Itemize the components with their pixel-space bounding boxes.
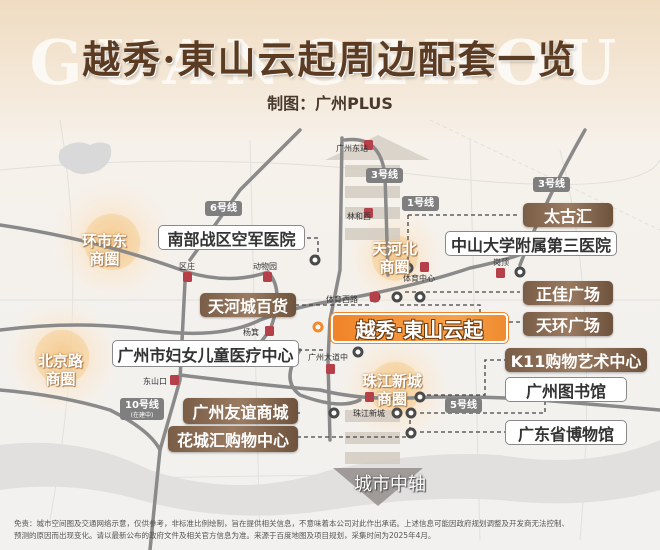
zone-label: 商圈 (377, 390, 408, 408)
line-tag-5: 5号线 (445, 398, 482, 413)
facility-taikoohui[interactable]: 太古汇 (523, 203, 613, 227)
line-tag-1: 1号线 (402, 196, 439, 211)
line-tag-note: (在建中) (130, 412, 154, 419)
zone-label: 商圈 (89, 250, 120, 268)
line-tag-10: 10号线 (在建中) (120, 398, 164, 420)
line-tag-6: 6号线 (205, 201, 242, 216)
zone-label: 环市东 (82, 232, 128, 250)
station-dongwuyuan: 动物园 (253, 262, 277, 271)
facility-huachenghui[interactable]: 花城汇购物中心 (168, 426, 298, 452)
facility-k11[interactable]: K11购物艺术中心 (505, 348, 647, 372)
station-zhujiangxincheng: 珠江新城 (353, 409, 385, 418)
facility-zhongda-third-hospital[interactable]: 中山大学附属第三医院 (445, 231, 617, 256)
facility-tianhuan[interactable]: 天环广场 (523, 312, 613, 336)
station-tiyuzhongxin: 体育中心 (403, 274, 435, 283)
line-tag-3-east: 3号线 (533, 177, 570, 192)
station-guangzhoudongzhan: 广州东站 (336, 144, 368, 153)
facility-zhengjia[interactable]: 正佳广场 (523, 281, 613, 305)
project-label[interactable]: 越秀·東山云起 (331, 313, 508, 343)
station-yangji: 杨箕 (243, 328, 259, 337)
zone-label: 商圈 (379, 258, 410, 276)
city-axis-label: 城市中轴 (354, 474, 426, 495)
zone-zhujiangxincheng: 珠江新城 商圈 (362, 372, 422, 408)
line-tag-label: 10号线 (125, 400, 159, 411)
watermark-text: GUANGZHOU (29, 26, 631, 99)
zone-label: 天河北 (372, 240, 418, 258)
disclaimer-line: 预测的原因而出现变化。请以最新公布的政府文件及相关官方信息为准。来源于百度地图及… (14, 531, 436, 540)
zone-label: 北京路 (38, 352, 84, 370)
station-dongshankou: 东山口 (143, 377, 167, 386)
facility-women-children-center[interactable]: 广州市妇女儿童医疗中心 (112, 340, 299, 367)
facility-tianhecheng[interactable]: 天河城百货 (200, 293, 296, 317)
facility-youyi[interactable]: 广州友谊商城 (183, 398, 298, 424)
zone-label: 商圈 (45, 370, 76, 388)
station-guangzhoudadaozhong: 广州大道中 (308, 353, 348, 362)
station-quzhuang: 区庄 (179, 262, 195, 271)
zone-huanshidong: 环市东 商圈 (82, 232, 127, 268)
disclaimer-line: 免责：城市空间图及交通网络示意，仅供参考，非标准比例绘制，旨在提供相关信息，不意… (14, 519, 569, 528)
facility-guangdong-museum[interactable]: 广东省博物馆 (505, 420, 627, 445)
station-linhexi: 林和西 (347, 212, 371, 221)
disclaimer: 免责：城市空间图及交通网络示意，仅供参考，非标准比例绘制，旨在提供相关信息，不意… (14, 518, 654, 542)
page-title: 越秀·東山云起周边配套一览 (82, 37, 578, 82)
zone-label: 珠江新城 (362, 372, 423, 390)
line-tag-3-west: 3号线 (366, 168, 403, 183)
map-credit: 制图：广州PLUS (267, 94, 393, 113)
station-ganggding: 岗顶 (493, 258, 509, 267)
facility-airforce-hospital[interactable]: 南部战区空军医院 (158, 225, 305, 250)
station-tiyuxilu: 体育西路 (326, 295, 358, 304)
facility-guangzhou-library[interactable]: 广州图书馆 (505, 377, 627, 402)
zone-tianhebei: 天河北 商圈 (372, 240, 417, 276)
zone-beijinglu: 北京路 商圈 (38, 352, 83, 388)
